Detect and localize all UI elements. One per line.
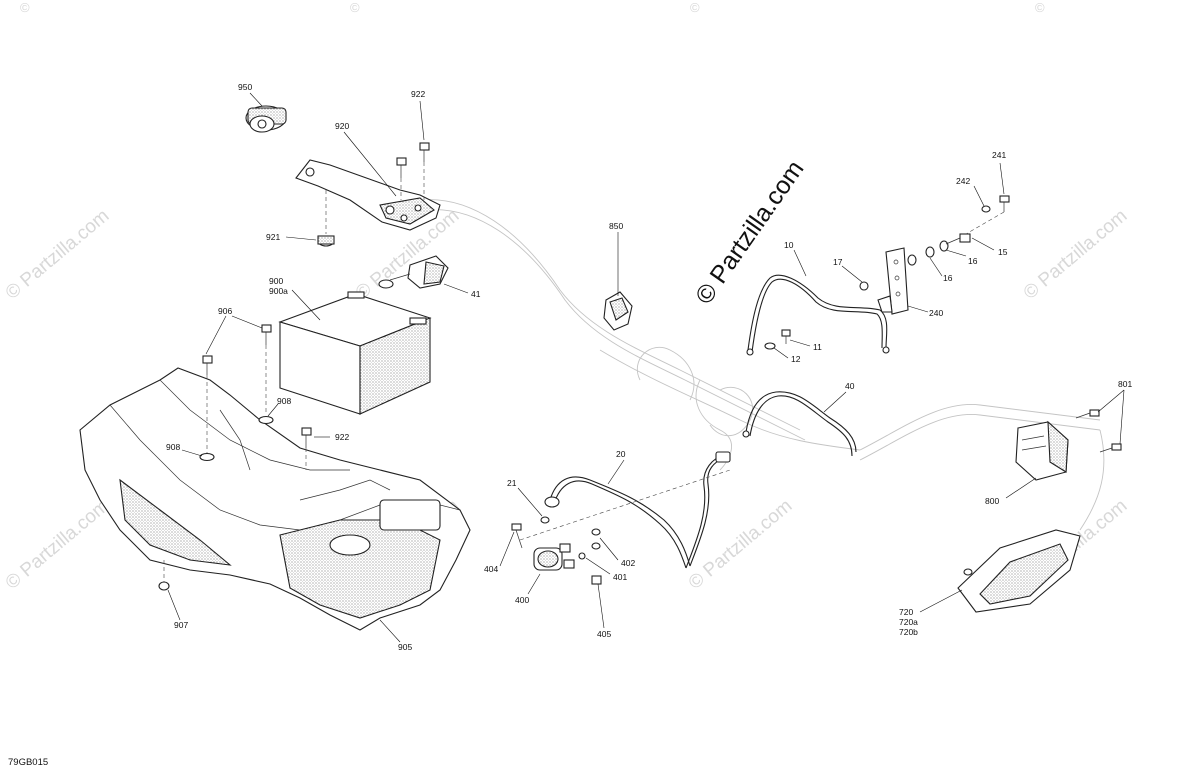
- hardware-15-16-17: [859, 233, 971, 291]
- callout-240: 240: [929, 308, 943, 318]
- callout-922: 922: [411, 89, 425, 99]
- callout-16: 16: [943, 273, 953, 283]
- nut-907: [158, 581, 170, 591]
- callout-242: 242: [956, 176, 970, 186]
- callout-21: 21: [507, 478, 517, 488]
- wiring-harness: [419, 199, 1105, 531]
- fastener-922-top: [419, 142, 430, 162]
- callout-720a: 720a: [899, 617, 918, 627]
- part-850-connector: [603, 291, 633, 331]
- callout-15: 15: [998, 247, 1008, 257]
- callout-241: 241: [992, 150, 1006, 160]
- washer-908: [199, 415, 274, 462]
- callout-801: 801: [1118, 379, 1132, 389]
- callout-908: 908: [166, 442, 180, 452]
- part-20-cable: [544, 451, 731, 569]
- part-800-module: [1015, 420, 1069, 481]
- part-900-battery: [278, 291, 432, 415]
- callout-402: 402: [621, 558, 635, 568]
- callout-800: 800: [985, 496, 999, 506]
- leader-lines: [167, 92, 1125, 643]
- callout-401: 401: [613, 572, 627, 582]
- callout-720b: 720b: [899, 627, 918, 637]
- callout-40: 40: [845, 381, 855, 391]
- callout-908: 908: [277, 396, 291, 406]
- callout-12: 12: [791, 354, 801, 364]
- part-720-light: [957, 529, 1081, 613]
- watermark-text: © Partzilla.com: [1020, 205, 1132, 303]
- callout-905: 905: [398, 642, 412, 652]
- watermark-text: © Partzilla.com: [2, 495, 114, 593]
- watermark-text: © Partzilla.com: [2, 205, 114, 303]
- callout-907: 907: [174, 620, 188, 630]
- part-10-cable: [746, 274, 890, 356]
- callout-950: 950: [238, 82, 252, 92]
- callout-10: 10: [784, 240, 794, 250]
- callout-16: 16: [968, 256, 978, 266]
- callout-720: 720: [899, 607, 913, 617]
- callout-900a: 900a: [269, 286, 288, 296]
- callout-20: 20: [616, 449, 626, 459]
- fastener-906: [202, 324, 272, 375]
- callout-900: 900: [269, 276, 283, 286]
- hardware-21-401-402-404-405: [511, 516, 602, 585]
- watermark-main: © Partzilla.com: [690, 155, 810, 309]
- part-920-bracket: [295, 159, 441, 231]
- callout-17: 17: [833, 257, 843, 267]
- callout-labels: 950 922 920 921 900 900a 41 906 908 908 …: [166, 82, 1132, 652]
- fastener-11-12: [764, 329, 791, 350]
- fastener-922-lower: [301, 427, 312, 448]
- callout-850: 850: [609, 221, 623, 231]
- part-921-nut: [317, 235, 335, 247]
- part-41-terminal-cover: [378, 255, 449, 289]
- part-905-tray: [79, 367, 471, 631]
- part-950-power-outlet: [245, 105, 287, 133]
- hardware-241-242: [981, 195, 1010, 213]
- part-240-bracket: [877, 247, 909, 315]
- part-400-solenoid: [533, 543, 575, 571]
- figure-code: 79GB015: [8, 757, 48, 768]
- fastener-bolt-920: [396, 157, 407, 178]
- callout-11: 11: [813, 342, 822, 352]
- watermark-corner: ©: [1035, 0, 1045, 15]
- callout-920: 920: [335, 121, 349, 131]
- callout-400: 400: [515, 595, 529, 605]
- callout-906: 906: [218, 306, 232, 316]
- callout-405: 405: [597, 629, 611, 639]
- watermark-corner: ©: [350, 0, 360, 15]
- callout-922: 922: [335, 432, 349, 442]
- fastener-801: [1075, 409, 1122, 453]
- callout-41: 41: [471, 289, 481, 299]
- callout-921: 921: [266, 232, 280, 242]
- watermark-corner: ©: [690, 0, 700, 15]
- watermark-corner: ©: [20, 0, 30, 15]
- watermark-text: © Partzilla.com: [685, 495, 797, 593]
- part-40-cable: [742, 391, 857, 457]
- callout-404: 404: [484, 564, 498, 574]
